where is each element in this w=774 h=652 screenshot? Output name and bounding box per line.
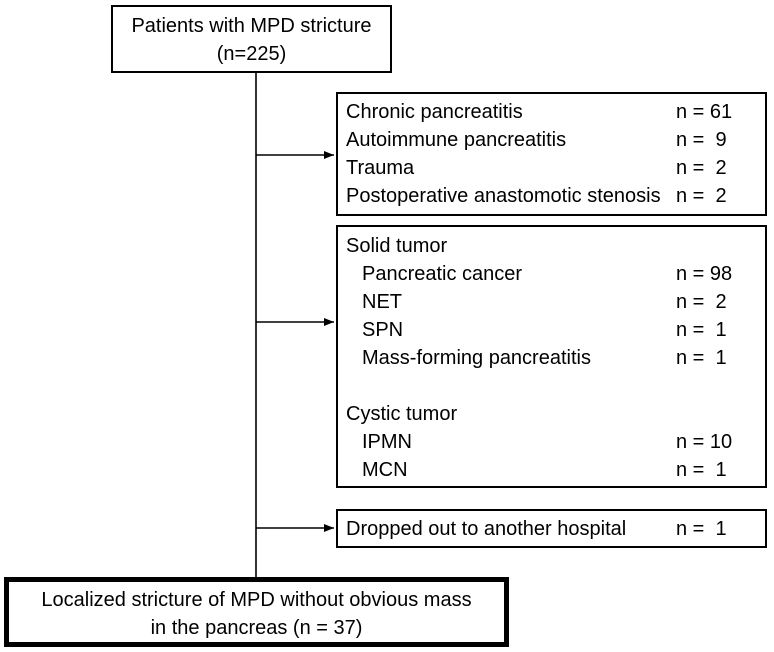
item-label: Chronic pancreatitis: [346, 101, 523, 123]
item-count: n = 2: [676, 291, 727, 313]
patients-box-title: Patients with MPD stricture: [131, 15, 372, 37]
item-count: n = 9: [676, 129, 727, 151]
item-count: n = 1: [676, 459, 727, 481]
item-count: n = 1: [676, 319, 727, 341]
item-label: NET: [362, 291, 402, 313]
excluded-benign-box: Chronic pancreatitis n = 61 Autoimmune p…: [336, 92, 767, 216]
item-label: Dropped out to another hospital: [346, 518, 627, 540]
item-label: Autoimmune pancreatitis: [346, 129, 567, 151]
patients-box: Patients with MPD stricture (n=225): [111, 5, 392, 73]
item-count: n = 2: [676, 157, 727, 179]
list-item: IPMN n = 10: [338, 428, 765, 456]
item-label: Postoperative anastomotic stenosis: [346, 185, 661, 207]
item-count: n = 98: [676, 263, 733, 285]
localized-stricture-count: in the pancreas (n = 37): [150, 617, 363, 639]
item-count: n = 10: [676, 431, 733, 453]
item-label: SPN: [362, 319, 404, 341]
patients-box-count: (n=225): [216, 43, 287, 65]
item-label: MCN: [362, 459, 408, 481]
item-count: n = 2: [676, 185, 727, 207]
excluded-tumor-box: Solid tumor Pancreatic cancer n = 98 NET…: [336, 225, 767, 488]
localized-stricture-box: Localized stricture of MPD without obvio…: [4, 577, 509, 647]
list-item: Pancreatic cancer n = 98: [338, 260, 765, 288]
item-count: n = 1: [676, 518, 727, 540]
list-item: SPN n = 1: [338, 316, 765, 344]
list-item: Mass-forming pancreatitis n = 1: [338, 344, 765, 372]
dropped-out-box: Dropped out to another hospital n = 1: [336, 509, 767, 548]
cystic-tumor-heading: Cystic tumor: [346, 403, 458, 425]
list-item: MCN n = 1: [338, 456, 765, 484]
list-item: Trauma n = 2: [338, 154, 765, 182]
list-item: Postoperative anastomotic stenosis n = 2: [338, 182, 765, 210]
item-label: Pancreatic cancer: [362, 263, 523, 285]
list-item: Autoimmune pancreatitis n = 9: [338, 126, 765, 154]
solid-tumor-heading-row: Solid tumor: [338, 232, 765, 260]
list-item: Chronic pancreatitis n = 61: [338, 98, 765, 126]
cystic-tumor-heading-row: Cystic tumor: [338, 400, 765, 428]
item-count: n = 61: [676, 101, 733, 123]
list-item: NET n = 2: [338, 288, 765, 316]
solid-tumor-heading: Solid tumor: [346, 235, 448, 257]
item-label: Mass-forming pancreatitis: [362, 347, 591, 369]
localized-stricture-title: Localized stricture of MPD without obvio…: [41, 589, 472, 611]
item-label: Trauma: [346, 157, 415, 179]
item-count: n = 1: [676, 347, 727, 369]
list-item: Dropped out to another hospital n = 1: [338, 515, 765, 543]
item-label: IPMN: [362, 431, 412, 453]
